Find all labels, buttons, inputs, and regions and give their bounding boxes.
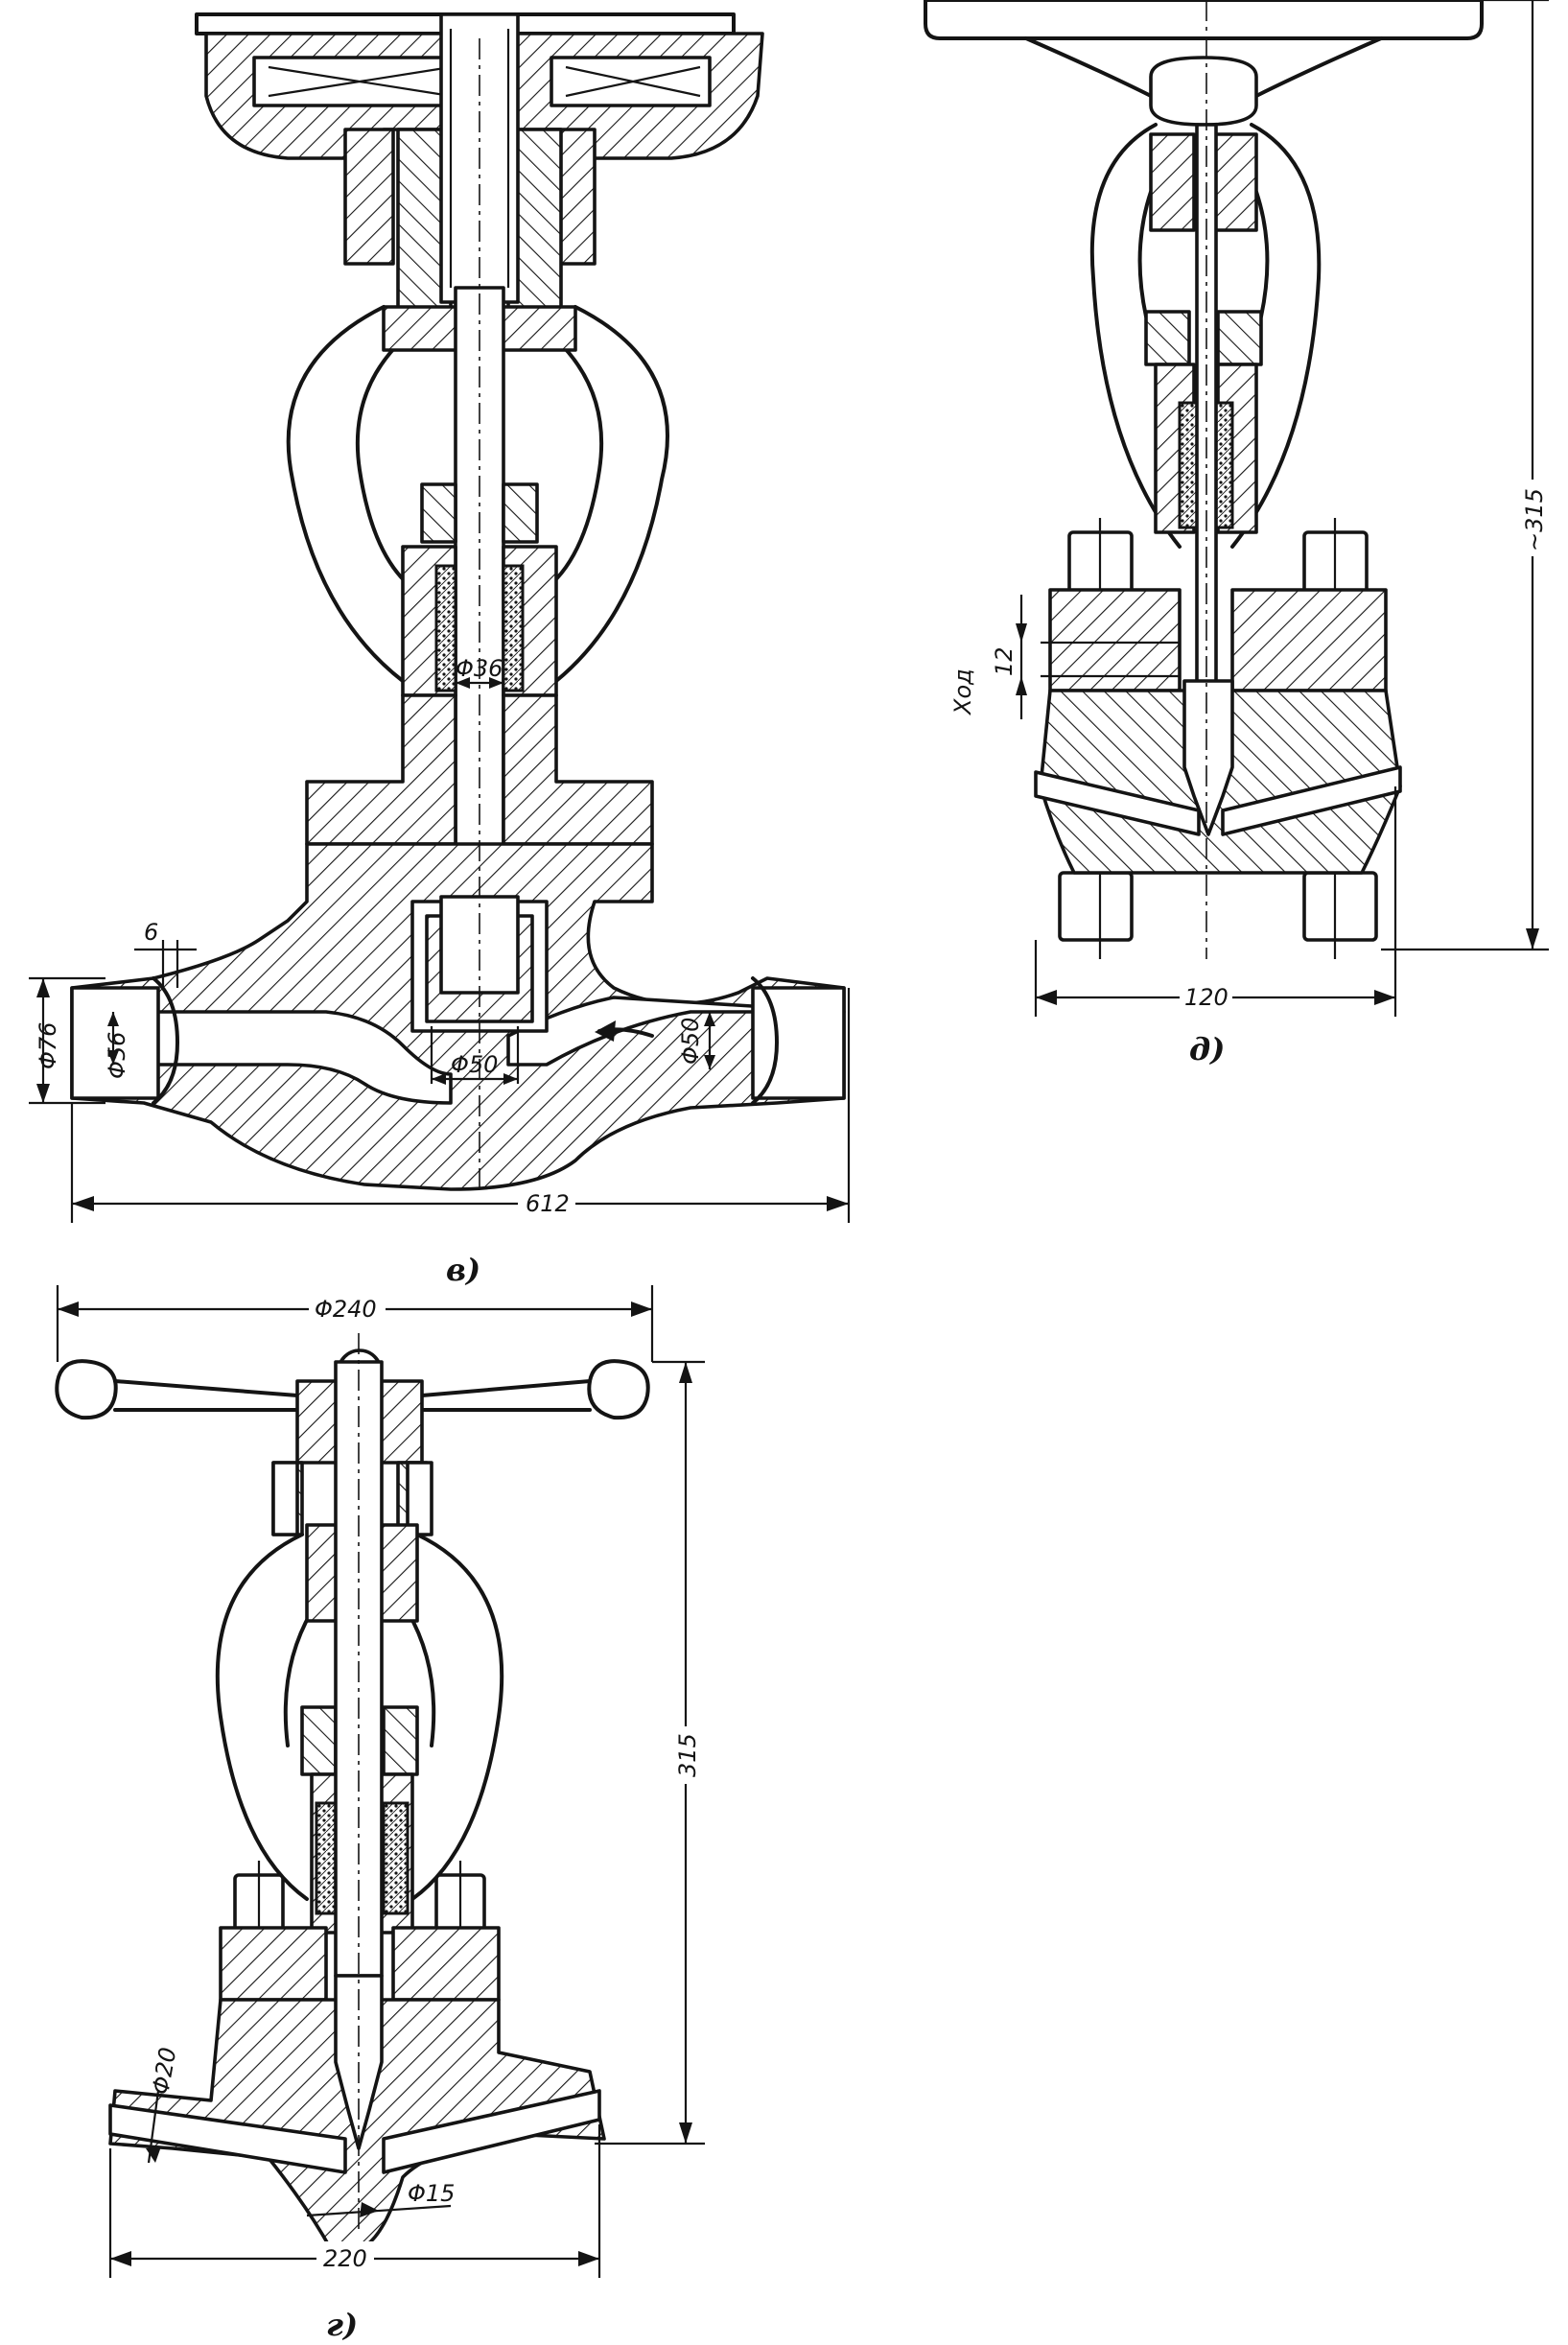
dim-stroke-value: 12 <box>991 646 1018 676</box>
figure-caption-g: г) <box>326 2307 358 2343</box>
figure-caption-d: д) <box>1189 1031 1225 1067</box>
outlet-bore <box>506 996 846 1067</box>
dim-outer-diameter: Φ76 <box>35 1022 61 1069</box>
figure-d-needle-valve: Ход 12 120 ~315 д) <box>924 0 1549 1067</box>
dim-height-g: 315 <box>674 1733 701 1777</box>
label-stroke: Ход <box>949 668 976 716</box>
dim-outlet-diameter: Φ50 <box>677 1018 704 1065</box>
figure-caption-v: в) <box>446 1252 480 1288</box>
inlet-bore <box>152 1010 453 1105</box>
figure-v-welded-globe-valve: 6 Φ76 Φ56 Φ36 Φ50 Φ50 612 в) <box>29 12 851 1288</box>
dim-handwheel-diameter: Φ240 <box>315 1296 377 1323</box>
dim-inner-diameter: Φ56 <box>104 1032 130 1079</box>
dim-seat-diameter: Φ50 <box>451 1051 498 1078</box>
needle-tip <box>1182 679 1234 836</box>
dim-inlet-diameter: Φ20 <box>147 2045 181 2097</box>
outlet-channel-g <box>382 2089 601 2174</box>
dim-seat-diameter-g: Φ15 <box>408 2180 455 2207</box>
dim-stem-diameter: Φ36 <box>456 655 503 682</box>
dim-weld-gap: 6 <box>144 919 158 946</box>
studs-g <box>233 1861 486 1976</box>
figure-g-angle-needle-valve: Φ240 315 Φ20 Φ15 220 г) <box>55 1285 705 2343</box>
yoke-arms <box>1089 123 1322 549</box>
inlet-channel-g <box>108 2103 347 2174</box>
handwheel-top <box>924 0 1484 40</box>
yoke-arm-left <box>286 305 405 683</box>
yoke-arms-g <box>215 1533 504 1901</box>
dim-overall-length: 612 <box>526 1190 570 1217</box>
dim-body-length-g: 220 <box>323 2245 367 2272</box>
dim-body-width: 120 <box>1184 984 1229 1011</box>
yoke-arm-right <box>554 305 669 683</box>
stem-packing <box>434 564 457 692</box>
dim-overall-height: ~315 <box>1521 488 1548 551</box>
